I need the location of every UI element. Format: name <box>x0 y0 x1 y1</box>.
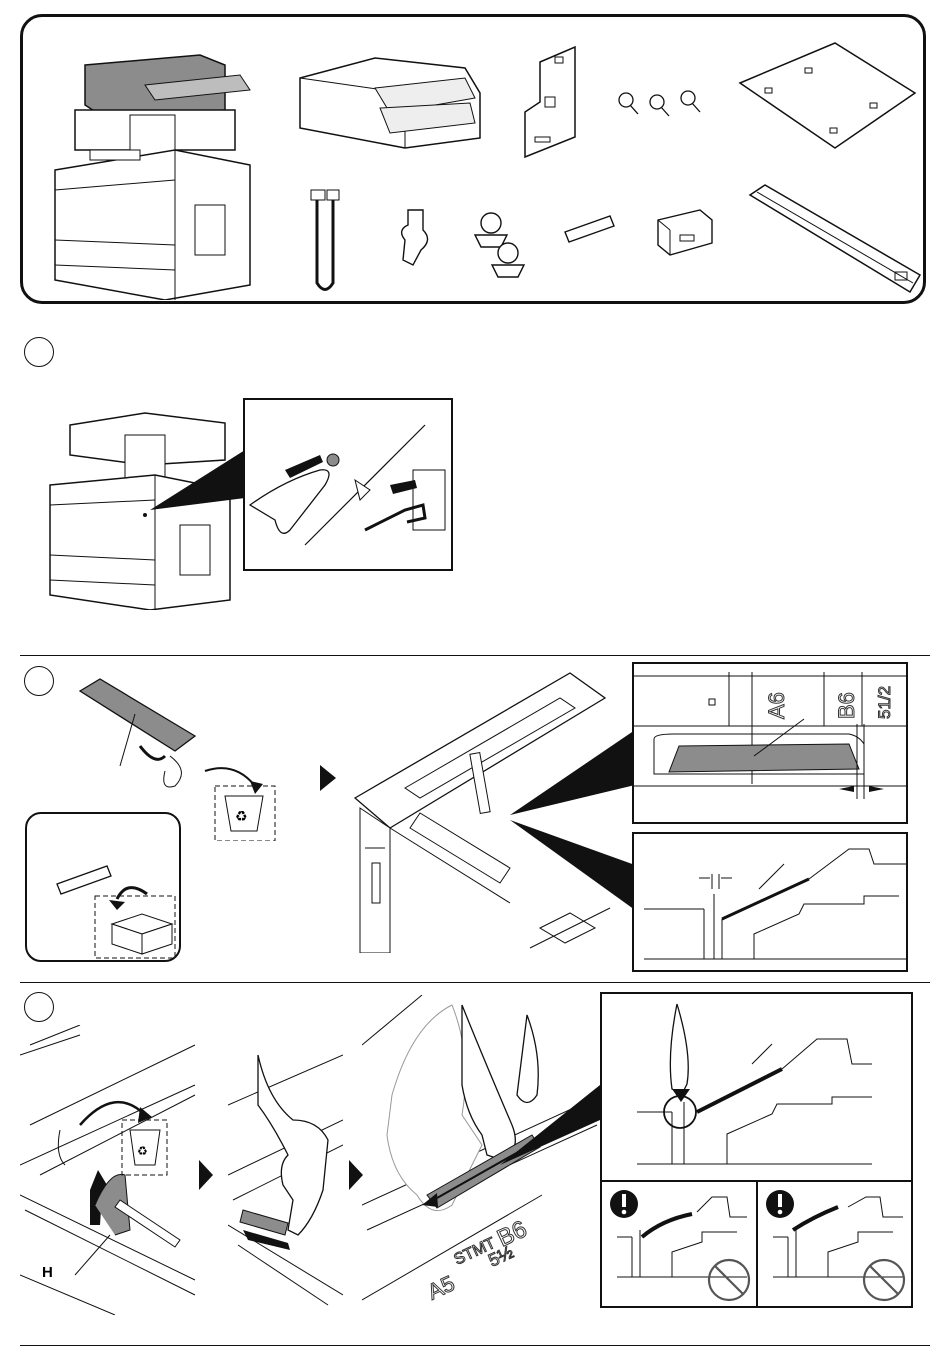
power-off-unplug-panel <box>243 398 453 571</box>
press-guide-hand-icon <box>228 1045 343 1310</box>
guide-edge-section-view <box>634 834 906 970</box>
warning-panel-left <box>600 1180 758 1308</box>
detail-panel-bottom <box>632 832 908 972</box>
keep-tape-panel <box>25 812 181 962</box>
cable-clamp-icon <box>393 205 438 270</box>
warning-panel-right <box>756 1180 913 1308</box>
zoom-pointers <box>510 715 640 915</box>
next-arrow-icon <box>197 1160 215 1190</box>
step-1-marker <box>24 337 54 367</box>
tape-strip-icon <box>562 212 617 244</box>
press-guide-section-view <box>602 994 911 1180</box>
step-2-marker <box>24 666 54 696</box>
svg-text:♻: ♻ <box>137 1144 148 1158</box>
footer-divider <box>20 1345 930 1346</box>
cable-harness-icon <box>305 188 345 298</box>
detail-panel-top: A6 B6 51/2 <box>632 662 908 824</box>
wire-saddles-icon <box>463 205 538 280</box>
sheet-plate-icon <box>735 38 920 153</box>
scanner-guide-rail-icon <box>745 180 925 300</box>
callout-pointer <box>150 448 250 518</box>
cover-bracket-icon <box>650 205 720 263</box>
paper-mark-b6: B6 <box>834 692 859 719</box>
document-processor-unit-icon <box>295 48 485 153</box>
zoom-pointer <box>500 1080 605 1170</box>
step-3-marker <box>24 992 54 1022</box>
paper-mark-a6: A6 <box>764 692 789 719</box>
incorrect-position-icon <box>758 1182 911 1306</box>
mfp-with-document-processor-icon <box>45 30 265 300</box>
divider <box>20 982 930 983</box>
detail-panel-press <box>600 992 913 1182</box>
svg-text:♻: ♻ <box>235 809 248 825</box>
store-tape-box-icon <box>27 814 179 960</box>
mounting-bracket-icon <box>515 42 585 160</box>
incorrect-position-icon <box>602 1182 756 1306</box>
screws-icon <box>612 88 712 124</box>
divider <box>20 655 930 656</box>
label-h: H <box>42 1264 53 1281</box>
next-arrow-icon <box>318 765 338 791</box>
power-off-unplug-icon <box>245 400 451 569</box>
paper-mark-a5: A5 <box>424 1270 459 1304</box>
paper-mark-half: 51/2 <box>875 686 894 719</box>
paper-size-markers-view: A6 B6 51/2 <box>634 664 906 822</box>
